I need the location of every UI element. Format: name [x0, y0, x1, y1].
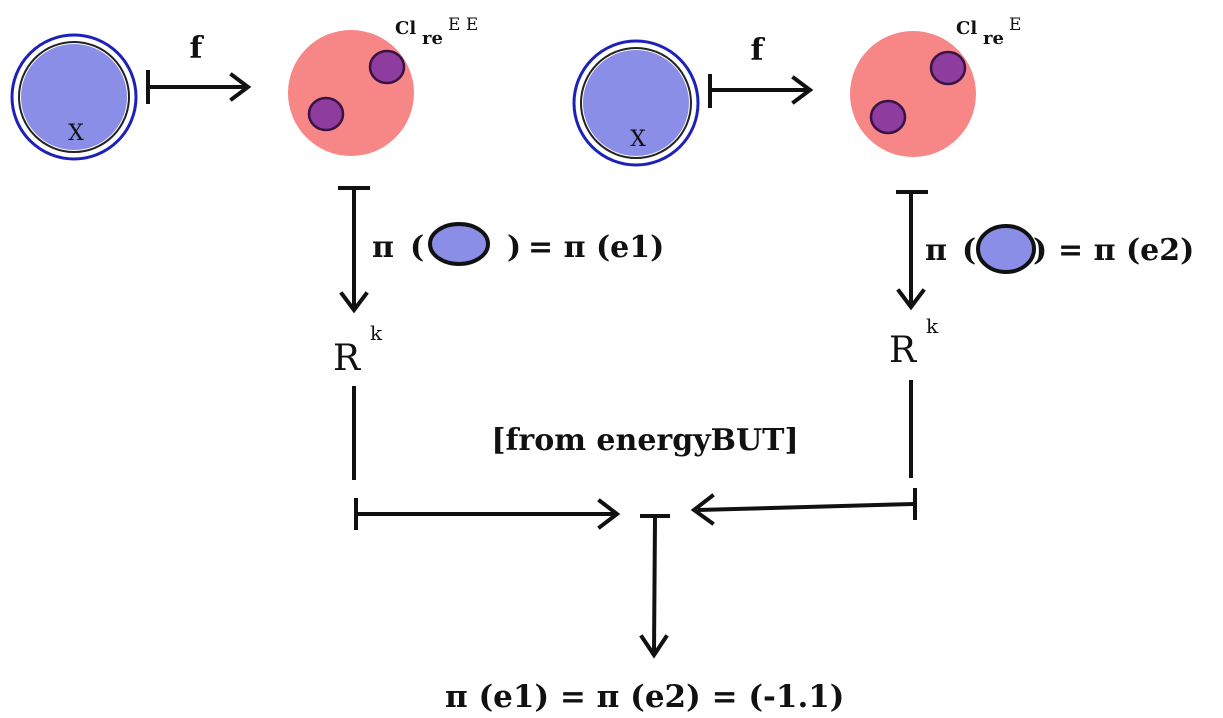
right-target-circle: [850, 31, 976, 157]
svg-text:R: R: [333, 338, 361, 379]
left-projection-arrow: [338, 186, 370, 314]
left-map-f-arrow: [146, 70, 252, 104]
svg-text:k: k: [926, 314, 939, 338]
svg-text:π: π: [925, 233, 947, 268]
svg-text:(: (: [410, 230, 424, 265]
svg-text:Cl: Cl: [956, 18, 977, 39]
left-space-rk: R k: [333, 321, 383, 379]
left-target-circle: [288, 30, 414, 156]
svg-text:E E: E E: [448, 15, 478, 35]
svg-text:k: k: [370, 321, 383, 345]
svg-text:E: E: [1009, 15, 1021, 35]
right-target-disk: [850, 31, 976, 157]
svg-text:π: π: [372, 230, 394, 265]
left-target-blob-lower: [307, 96, 345, 132]
right-domain-disk: [583, 50, 689, 156]
right-space-rk: R k: [889, 314, 939, 371]
right-merge-arrow: [690, 380, 917, 526]
right-projection-arrow: [896, 190, 928, 311]
svg-text:R: R: [889, 330, 917, 371]
left-map-label: f: [190, 31, 205, 66]
svg-text:re: re: [422, 28, 443, 49]
svg-text:re: re: [983, 28, 1004, 49]
right-target-label: Cl re E: [956, 15, 1021, 49]
right-domain-inner-ring: [580, 47, 692, 159]
right-domain-label: X: [630, 127, 646, 152]
left-domain-label: X: [68, 121, 84, 146]
left-domain-disk: [21, 44, 127, 150]
right-target-blob-lower: [869, 99, 907, 135]
left-merge-arrow: [352, 386, 621, 530]
svg-text:): ): [507, 230, 521, 265]
left-domain-x: X: [10, 33, 138, 161]
svg-text:= π (e1): = π (e1): [528, 230, 664, 265]
left-domain-inner-ring: [18, 41, 130, 153]
right-pi-oval-icon: [976, 224, 1036, 274]
svg-text:Cl: Cl: [395, 18, 416, 39]
right-projection-label: π ( ) = π (e2): [925, 224, 1194, 274]
left-target-blob-upper: [368, 49, 406, 85]
svg-text:): ): [1033, 233, 1047, 268]
right-map-label: f: [751, 33, 766, 68]
final-down-arrow: [639, 514, 670, 659]
svg-text:= π (e2): = π (e2): [1058, 233, 1194, 268]
left-unit: X f Cl re E E π ( ): [10, 15, 664, 530]
left-target-label: Cl re E E: [395, 15, 478, 49]
right-domain-x: X: [572, 39, 700, 167]
right-unit: X f Cl re E π ( ) = π (e2): [572, 15, 1194, 526]
svg-text:(: (: [962, 233, 976, 268]
right-target-blob-upper: [929, 50, 967, 86]
left-pi-oval-icon: [428, 222, 490, 266]
right-map-f-arrow: [708, 74, 814, 108]
annotation-label: [from energyBUT]: [491, 423, 798, 458]
left-target-disk: [288, 30, 414, 156]
left-projection-label: π ( ) = π (e1): [372, 222, 664, 266]
result-equation: π (e1) = π (e2) = (-1.1): [445, 679, 844, 715]
